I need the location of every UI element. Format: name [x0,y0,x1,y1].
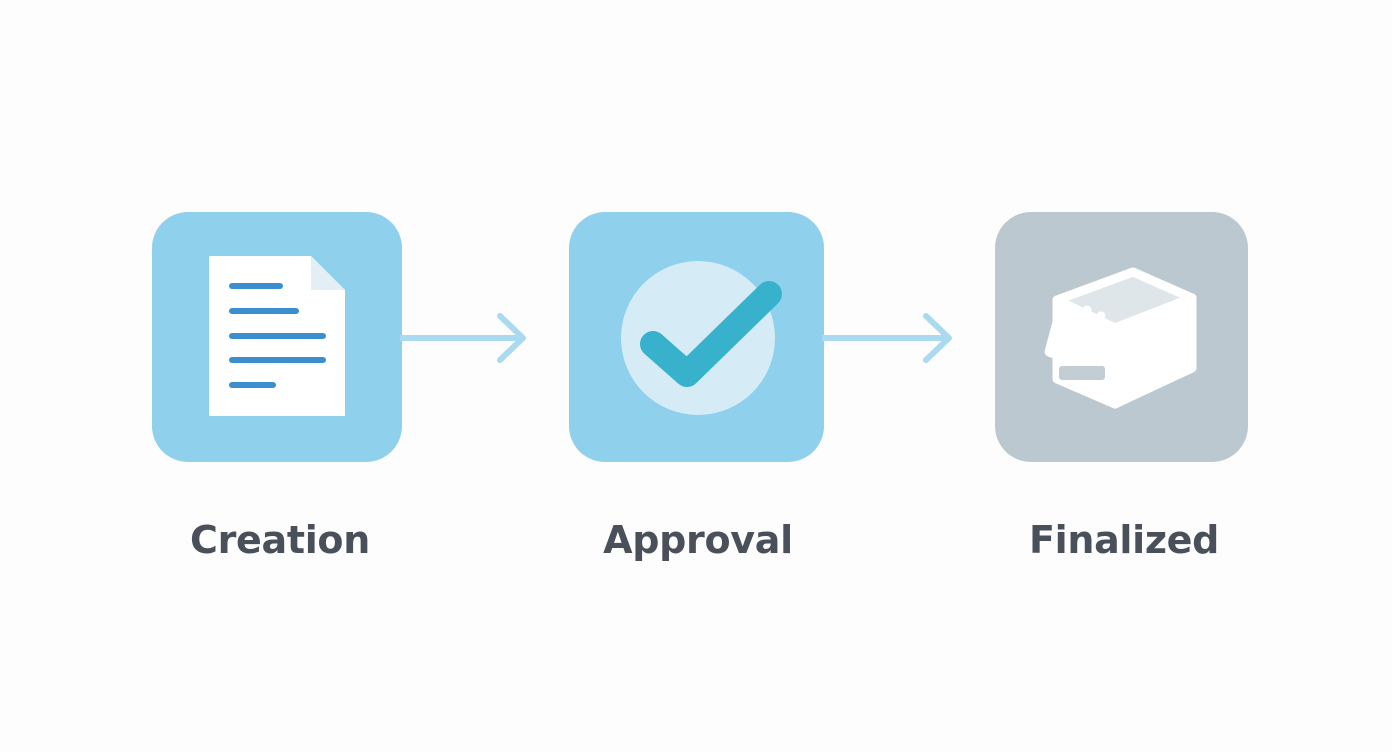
step-label-finalized: Finalized [1028,518,1220,562]
document-fold [311,256,345,290]
document-icon [152,212,402,462]
step-creation-tile [152,212,402,462]
archive-drawer [1059,366,1105,380]
arrow-right-icon [400,312,530,364]
check-circle [621,261,775,415]
step-approval-tile [569,212,824,462]
arrow-right-icon [822,312,956,364]
step-finalized-tile [995,212,1248,462]
step-label-creation: Creation [190,518,370,562]
archive-box-icon [995,212,1248,462]
step-label-approval: Approval [603,518,793,562]
check-mark [640,281,782,387]
checkmark-icon [569,212,824,462]
